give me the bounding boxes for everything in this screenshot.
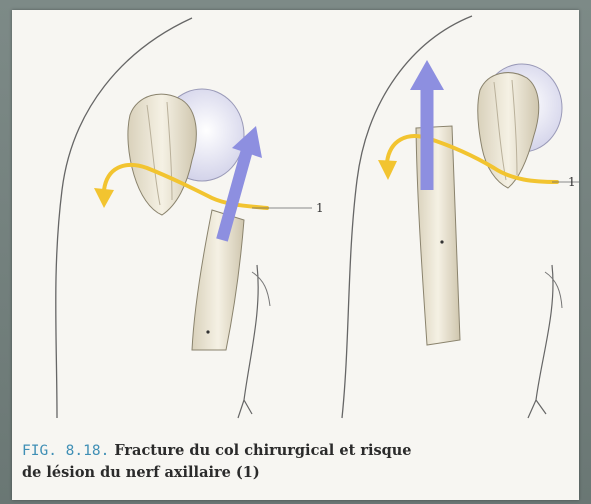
figure-number: FIG. 8.18. bbox=[22, 443, 109, 459]
right-nerve-arrowhead bbox=[378, 160, 397, 180]
figure-caption: FIG. 8.18. Fracture du col chirurgical e… bbox=[22, 440, 562, 484]
left-nutrient-foramen bbox=[206, 330, 209, 333]
left-axilla-contour bbox=[238, 265, 258, 418]
left-nerve-label: 1 bbox=[316, 201, 324, 215]
fracture-illustration: 1 1 bbox=[12, 10, 579, 420]
left-body-contour bbox=[56, 18, 192, 418]
caption-line-2: de lésion du nerf axillaire (1) bbox=[22, 462, 562, 484]
left-humeral-shaft bbox=[192, 210, 244, 350]
right-axilla-contour bbox=[528, 265, 553, 418]
caption-line-1: Fracture du col chirurgical et risque bbox=[114, 442, 411, 459]
left-armpit-line bbox=[252, 272, 270, 306]
right-proximal-fragment bbox=[478, 73, 539, 188]
left-proximal-fragment bbox=[128, 94, 196, 215]
right-panel: 1 bbox=[342, 16, 579, 418]
left-nerve-arrowhead bbox=[94, 188, 114, 208]
right-armpit-line bbox=[545, 272, 562, 308]
textbook-page: 1 1 bbox=[12, 10, 579, 500]
right-nerve-label: 1 bbox=[568, 175, 576, 189]
right-nutrient-foramen bbox=[440, 240, 443, 243]
left-panel: 1 bbox=[56, 18, 324, 418]
